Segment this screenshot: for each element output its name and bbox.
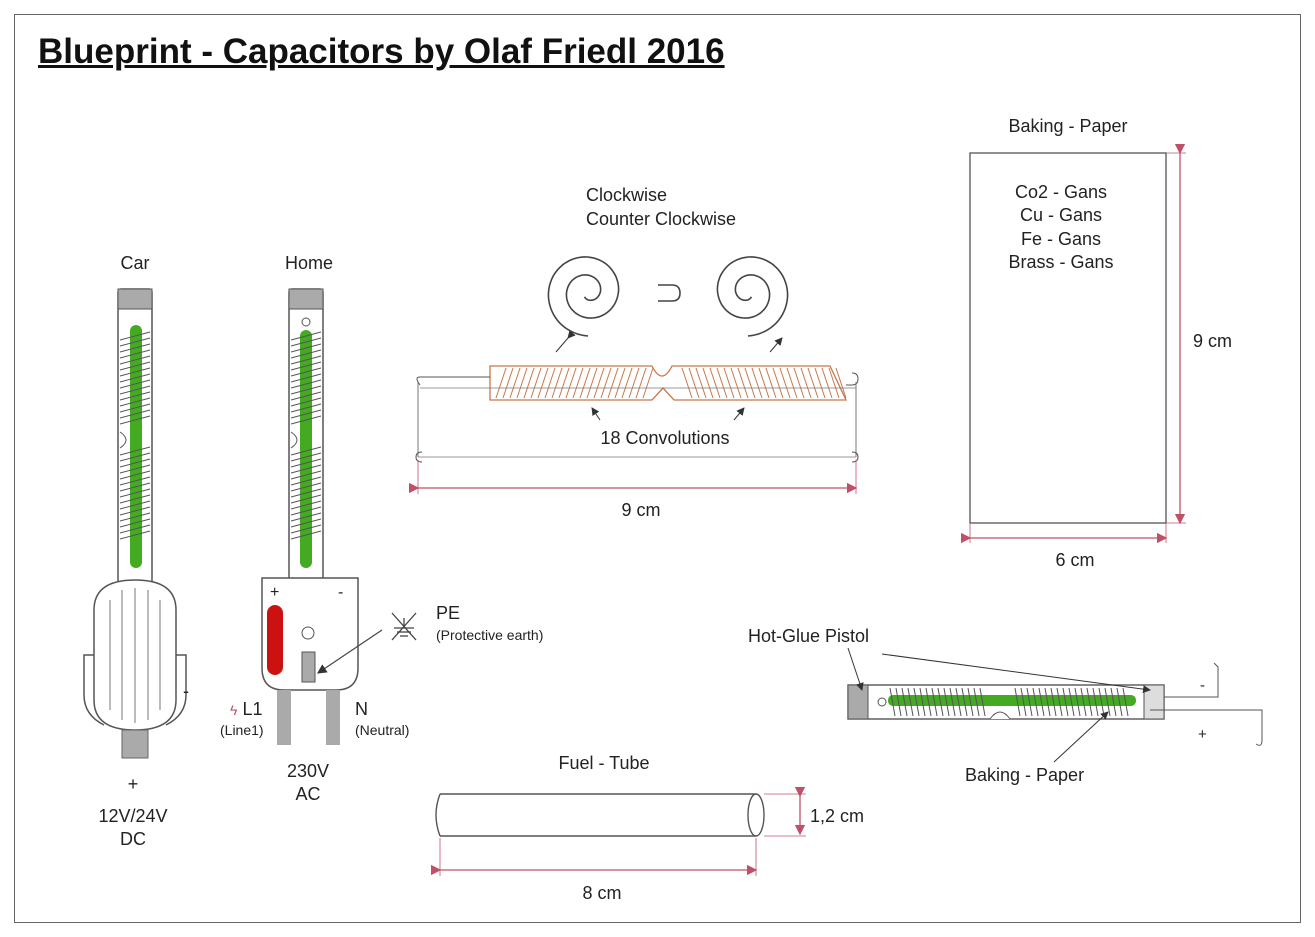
paper-height-label: 9 cm [1193, 331, 1233, 351]
assembly-plus-sign: + [1198, 726, 1207, 743]
counter-clockwise-label: Counter Clockwise [586, 209, 737, 229]
hot-glue-label: Hot-Glue Pistol [748, 626, 870, 646]
car-plus-sign: + [127, 774, 139, 794]
line1-label: ϟ L1 [230, 699, 263, 719]
neutral-sub: (Neutral) [355, 722, 410, 738]
pe-label: PE [436, 603, 461, 623]
home-capacitor [261, 288, 417, 745]
protective-earth-icon [391, 612, 417, 641]
drawing-frame [14, 14, 1301, 923]
convolutions-label: 18 Convolutions [600, 428, 730, 448]
car-minus-sign: - [183, 681, 189, 701]
home-label: Home [284, 253, 334, 273]
pe-sub: (Protective earth) [436, 627, 544, 643]
fuel-tube-title: Fuel - Tube [558, 753, 650, 773]
line1-sub: (Line1) [220, 722, 264, 738]
car-capacitor [83, 288, 187, 759]
paper-width-label: 6 cm [1055, 550, 1095, 570]
tube-length-label: 8 cm [582, 883, 622, 903]
home-plus-sign: + [270, 584, 280, 601]
assembled-capacitor [847, 647, 1263, 763]
tube-diameter-label: 1,2 cm [810, 806, 865, 826]
assembly-minus-sign: - [1200, 677, 1205, 694]
page-title: Blueprint - Capacitors by Olaf Friedl 20… [38, 32, 725, 71]
assembly-paper-label: Baking - Paper [965, 765, 1085, 785]
gans-list: Co2 - Gans Cu - Gans Fe - Gans Brass - G… [1008, 182, 1114, 273]
coil-width-label: 9 cm [621, 500, 661, 520]
lightning-icon: ϟ [230, 702, 238, 718]
baking-paper-title: Baking - Paper [1008, 116, 1128, 136]
baking-paper-sheet [960, 143, 1186, 544]
clockwise-label: Clockwise [586, 185, 668, 205]
car-label: Car [120, 253, 150, 273]
fuel-tube [430, 786, 806, 876]
neutral-label: N [355, 699, 368, 719]
home-minus-sign: - [338, 584, 344, 601]
coil-assembly [408, 256, 859, 494]
